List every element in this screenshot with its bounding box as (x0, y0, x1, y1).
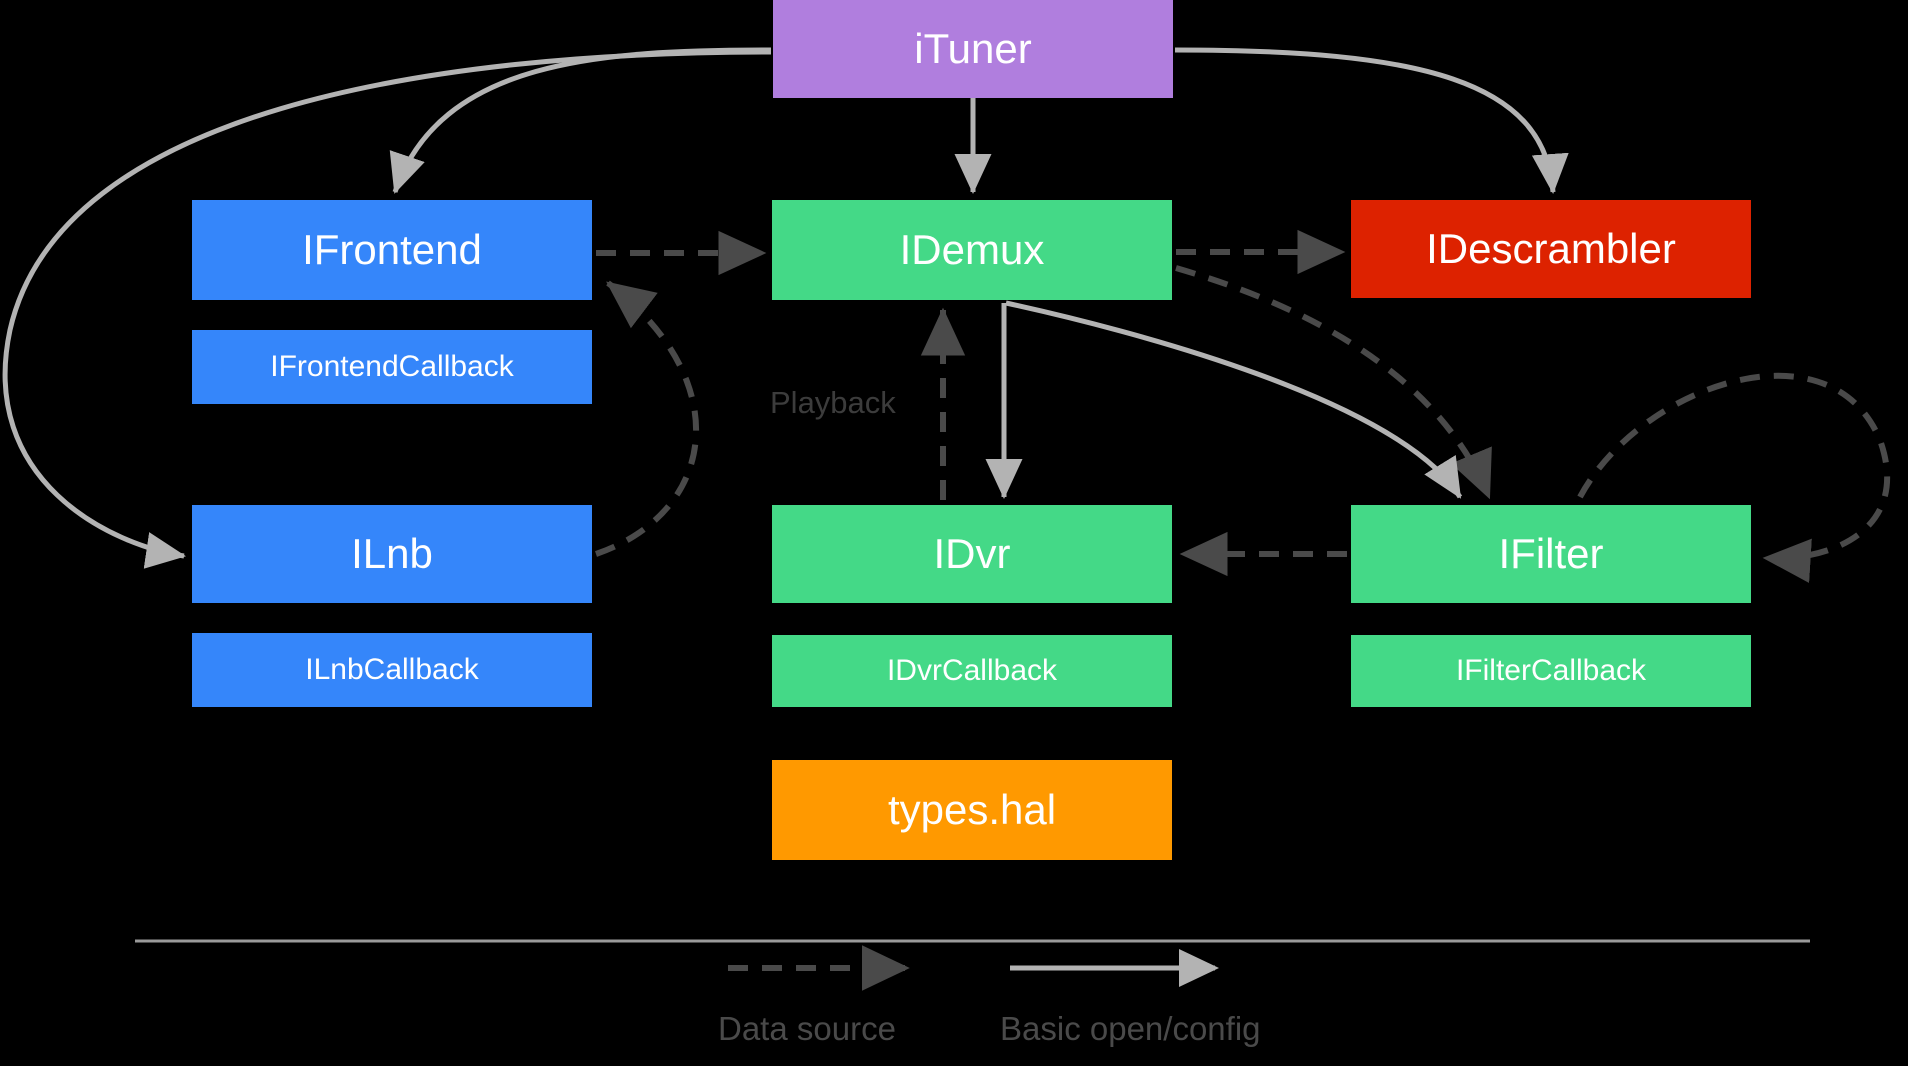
node-ifiltercallback[interactable]: IFilterCallback (1351, 635, 1751, 707)
edge-idemux-to-ifilter-solid (1005, 300, 1463, 499)
node-ifrontendcallback[interactable]: IFrontendCallback (192, 330, 592, 404)
edge-idemux-to-ifilter-dashed (1175, 265, 1492, 500)
node-label: IFrontendCallback (270, 350, 514, 384)
legend-label-basic-open-config: Basic open/config (1000, 1010, 1261, 1047)
node-label: IDvr (933, 529, 1011, 577)
node-ituner[interactable]: iTuner (773, 0, 1173, 98)
node-label: IFilterCallback (1455, 654, 1647, 688)
node-label: IFilter (1498, 529, 1604, 577)
node-idvrcallback[interactable]: IDvrCallback (772, 635, 1172, 707)
edge-ilnb-to-ifrontend (595, 280, 700, 557)
node-ifrontend[interactable]: IFrontend (192, 200, 592, 300)
edge-ituner-to-idescrambler (1174, 47, 1569, 194)
node-label: IFrontend (302, 225, 482, 273)
edge-label-playback: Playback (770, 385, 896, 420)
node-idescrambler[interactable]: IDescrambler (1351, 200, 1751, 298)
node-label: types.hal (887, 785, 1057, 833)
edge-ituner-to-ilnb (2, 49, 772, 569)
node-label: iTuner (914, 24, 1032, 72)
node-typeshal[interactable]: types.hal (772, 760, 1172, 860)
node-label: IDescrambler (1426, 224, 1676, 272)
node-ifilter[interactable]: IFilter (1351, 505, 1751, 603)
edge-ifilter-selfloop (1577, 372, 1890, 583)
node-ilnbcallback[interactable]: ILnbCallback (192, 633, 592, 707)
node-idvr[interactable]: IDvr (772, 505, 1172, 603)
legend-label-data-source: Data source (718, 1010, 896, 1047)
node-label: ILnb (351, 529, 433, 577)
node-label: IDvrCallback (886, 654, 1058, 688)
node-label: ILnbCallback (305, 653, 479, 687)
node-ilnb[interactable]: ILnb (192, 505, 592, 603)
node-idemux[interactable]: IDemux (772, 200, 1172, 300)
node-label: IDemux (899, 225, 1045, 273)
